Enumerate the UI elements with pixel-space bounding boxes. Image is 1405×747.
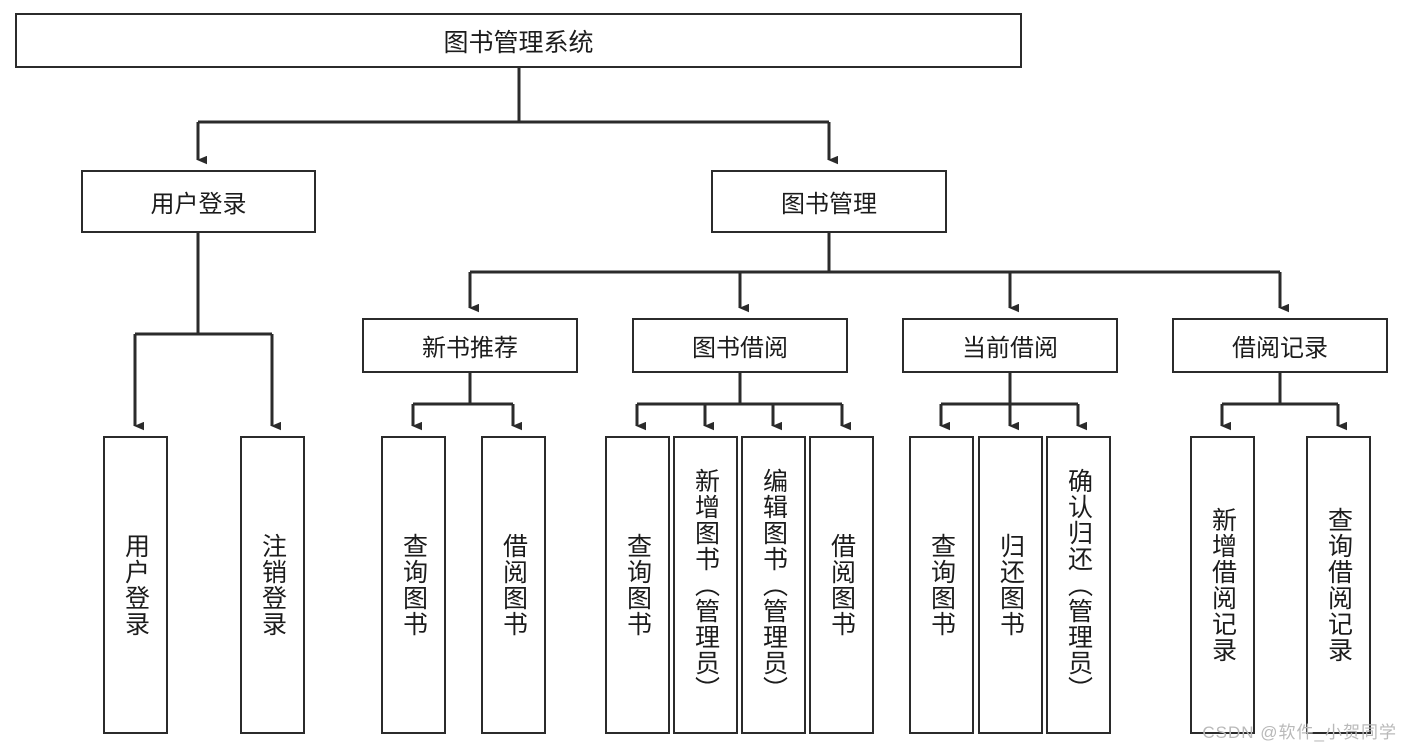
leaf-current-borrow-confirm-return-admin[interactable]: 确认归还（管理员）: [1046, 436, 1111, 734]
csdn-watermark: CSDN @软件_小贺同学: [1202, 723, 1397, 742]
leaf-label: 新增图书（管理员）: [691, 468, 720, 702]
leaf-label: 查询图书: [623, 533, 652, 637]
leaf-label: 查询图书: [927, 533, 956, 637]
node-current-borrow[interactable]: 当前借阅: [902, 318, 1118, 373]
leaf-user-login-login[interactable]: 用户登录: [103, 436, 168, 734]
node-label: 图书借阅: [692, 335, 788, 362]
leaf-label: 借阅图书: [499, 533, 528, 637]
node-new-book-recommend[interactable]: 新书推荐: [362, 318, 578, 373]
leaf-label: 新增借阅记录: [1208, 507, 1237, 663]
leaf-new-book-borrow-book[interactable]: 借阅图书: [481, 436, 546, 734]
leaf-label: 借阅图书: [827, 533, 856, 637]
leaf-label: 编辑图书（管理员）: [759, 468, 788, 702]
node-book-borrow[interactable]: 图书借阅: [632, 318, 848, 373]
node-user-login[interactable]: 用户登录: [81, 170, 316, 233]
leaf-book-borrow-add-book-admin[interactable]: 新增图书（管理员）: [673, 436, 738, 734]
leaf-user-login-logout[interactable]: 注销登录: [240, 436, 305, 734]
node-borrow-record[interactable]: 借阅记录: [1172, 318, 1388, 373]
leaf-label: 查询图书: [399, 533, 428, 637]
node-label: 新书推荐: [422, 335, 518, 362]
leaf-label: 注销登录: [258, 533, 287, 637]
leaf-label: 确认归还（管理员）: [1064, 468, 1093, 702]
node-label: 用户登录: [150, 191, 247, 218]
leaf-borrow-record-add-record[interactable]: 新增借阅记录: [1190, 436, 1255, 734]
leaf-book-borrow-borrow-book[interactable]: 借阅图书: [809, 436, 874, 734]
leaf-borrow-record-query-record[interactable]: 查询借阅记录: [1306, 436, 1371, 734]
node-label: 借阅记录: [1232, 335, 1328, 362]
leaf-book-borrow-edit-book-admin[interactable]: 编辑图书（管理员）: [741, 436, 806, 734]
leaf-label: 用户登录: [121, 533, 150, 637]
leaf-book-borrow-query-book[interactable]: 查询图书: [605, 436, 670, 734]
node-root-book-management-system[interactable]: 图书管理系统: [15, 13, 1022, 68]
leaf-current-borrow-query-book[interactable]: 查询图书: [909, 436, 974, 734]
node-book-management[interactable]: 图书管理: [711, 170, 947, 233]
leaf-label: 归还图书: [996, 533, 1025, 637]
leaf-current-borrow-return-book[interactable]: 归还图书: [978, 436, 1043, 734]
node-label: 当前借阅: [962, 335, 1058, 362]
leaf-label: 查询借阅记录: [1324, 507, 1353, 663]
node-label: 图书管理系统: [443, 28, 594, 57]
node-label: 图书管理: [781, 191, 877, 218]
leaf-new-book-query-book[interactable]: 查询图书: [381, 436, 446, 734]
